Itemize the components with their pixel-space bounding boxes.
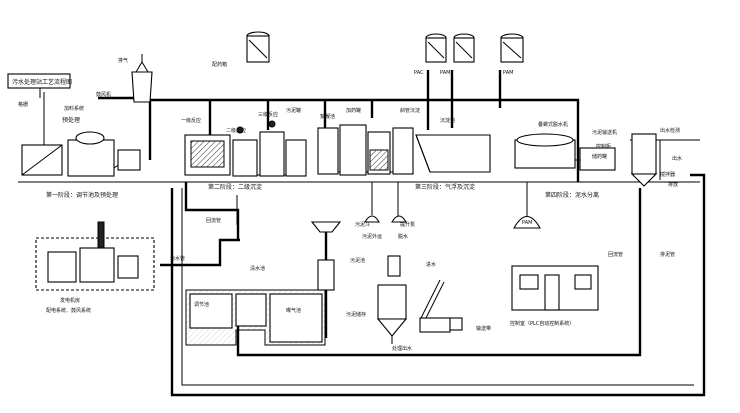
feed-unit-label: 加料系统	[64, 105, 84, 112]
stage4-a-label: 叠螺式脱水机	[538, 121, 568, 128]
pac1-label: PAC	[414, 70, 424, 76]
water-label: 进水	[426, 261, 436, 268]
stage1-caption: 第一阶段：调节池及预处理	[46, 191, 118, 199]
sludge-b-label: 脱水	[398, 233, 408, 240]
left-label-b: 鼓风机	[96, 91, 111, 98]
control-room-label: 控制室（PLC自动控制系统）	[510, 320, 574, 327]
right-side-labels: 回流管 排泥管 提升泵 污泥斗 控制柜 搅拌器 储药罐	[355, 143, 675, 258]
pac3-label: PAM	[503, 70, 513, 76]
stage2-a-label: 一级反应	[181, 117, 201, 124]
sludge-bags-mid: 污泥外运 脱水	[362, 215, 408, 240]
stage2-equipment: 一级反应 二级反应 三级反应 污泥罐 第二阶段：二级沉淀	[181, 107, 307, 191]
cap-label: 排气	[118, 57, 128, 64]
drain-label: 排放	[668, 181, 678, 188]
right-label-a: 回流管	[608, 251, 623, 258]
stage2-c-label: 三级反应	[258, 111, 278, 118]
generator-subtitle: 配电系统、鼓风系统	[46, 307, 91, 314]
stage4-b-label: 污泥输送机	[592, 129, 617, 136]
title-box: 污水处理站工艺流程图	[7, 73, 72, 98]
pam-label: PAM	[522, 220, 532, 226]
sludge-bag-right: PAM	[513, 215, 541, 229]
stage2-d-label: 污泥罐	[286, 107, 301, 114]
central-tower	[310, 221, 342, 338]
stage3-caption: 第三阶段：气浮及沉淀	[415, 183, 475, 191]
conveyor-label: 输送带	[476, 325, 491, 332]
pretreat-label: 预处理	[62, 116, 80, 124]
stage2-caption: 第二阶段：二级沉淀	[208, 183, 262, 191]
treatment-label: 处理出水	[392, 345, 412, 352]
control-room: 控制室（PLC自动控制系统）	[510, 265, 599, 327]
conveyor: 输送带 进水	[419, 261, 491, 333]
right-label-b: 排泥管	[660, 251, 675, 258]
sludge-silo: 污泥储存 处理出水	[346, 255, 412, 352]
chem-tank-left: 配药箱	[212, 31, 270, 68]
regulating-pool-label: 调节池	[194, 301, 209, 308]
pac2-label: PAM	[440, 70, 450, 76]
clear-water-label: 清水池	[250, 265, 265, 272]
pipe-label-mid: 回流管	[206, 217, 221, 224]
sludge-dump-label: 污泥斗	[355, 221, 370, 228]
sludge-pool-label: 污泥池	[350, 257, 365, 264]
generator-room: 发电机房 配电系统、鼓风系统	[35, 221, 155, 314]
chem-tank-left-label: 配药箱	[212, 61, 227, 68]
generator-title: 发电机房	[60, 297, 80, 304]
stage2-b-label: 二级反应	[226, 127, 246, 134]
aeration-pool-label: 曝气池	[286, 307, 301, 314]
stage3-c-label: 斜管沉淀	[400, 107, 420, 114]
left-pipe-label: 污水管	[170, 255, 185, 262]
tank-b-label: 储药罐	[592, 153, 607, 160]
pump-label: 提升泵	[400, 221, 415, 228]
stage3-d-label: 沉淀池	[440, 117, 455, 124]
stage4-c-label: 出水检测	[660, 127, 680, 134]
underground-tanks: 调节池 曝气池 清水池 污泥池 回流管 污水管	[170, 217, 365, 346]
left-label-a: 格栅	[18, 101, 28, 108]
box-label: 控制柜	[596, 143, 611, 150]
silo-label: 污泥储存	[346, 311, 366, 318]
pipe-network	[18, 70, 706, 397]
stage3-a-label: 絮凝池	[320, 113, 335, 120]
title-box-label: 污水处理站工艺流程图	[12, 78, 72, 86]
stage3-b-label: 加药罐	[346, 107, 361, 114]
pretreatment-unit: 预处理 加料系统 第一阶段：调节池及预处理 格栅 鼓风机	[18, 91, 141, 199]
exhaust-tower: 排气	[118, 54, 153, 103]
dosing-tanks: PAC PAM PAM	[414, 33, 524, 76]
tank-c-label: 搅拌器	[660, 171, 675, 178]
sludge-a-label: 污泥外运	[362, 233, 382, 240]
stage4-caption: 第四阶段：泥水分离	[545, 191, 599, 199]
stage4-equipment: 叠螺式脱水机 污泥输送机 出水检测 出水 第四阶段：泥水分离 排放	[514, 121, 682, 199]
stage4-d-label: 出水	[672, 155, 682, 162]
stage3-equipment: 絮凝池 加药罐 斜管沉淀 沉淀池 第三阶段：气浮及沉淀	[317, 107, 491, 191]
